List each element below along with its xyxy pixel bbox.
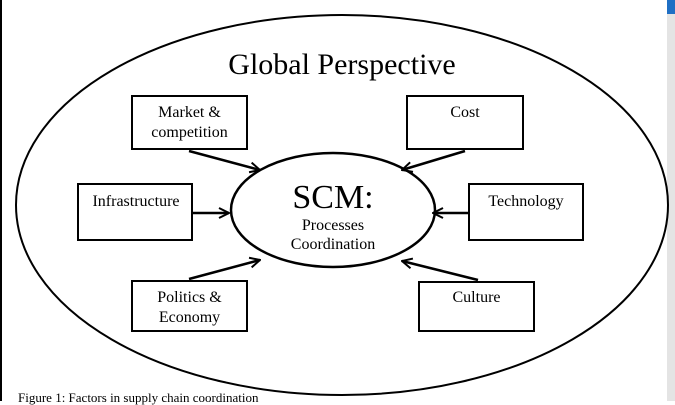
factor-politics-line1: Politics & [157, 289, 222, 306]
arrow-cost-to-scm [402, 149, 466, 170]
scm-line-coordination: Coordination [291, 236, 375, 253]
factor-market-line1: Market & [158, 104, 221, 121]
scrollbar-track[interactable] [667, 0, 675, 401]
factor-cost: Cost [406, 95, 524, 150]
outer-ellipse [15, 14, 669, 396]
factor-culture: Culture [418, 281, 535, 332]
arrow-politics-to-scm [188, 260, 260, 281]
figure-caption: Figure 1: Factors in supply chain coordi… [18, 390, 259, 405]
factor-politics-economy: Politics & Economy [131, 280, 248, 332]
scm-line-processes: Processes [302, 217, 364, 234]
scm-heading: SCM: [292, 179, 373, 216]
factor-cost-label: Cost [450, 104, 480, 121]
arrow-culture-to-scm [402, 261, 479, 282]
factor-infrastructure: Infrastructure [77, 183, 193, 241]
page-left-border [0, 0, 2, 401]
scrollbar-thumb[interactable] [667, 0, 675, 14]
factor-technology: Technology [468, 183, 584, 241]
factor-politics-line2: Economy [159, 309, 220, 326]
factor-culture-label: Culture [453, 289, 501, 306]
factor-technology-label: Technology [488, 193, 563, 210]
diagram-title: Global Perspective [228, 48, 455, 81]
factor-market-competition: Market & competition [131, 95, 248, 150]
factor-market-line2: competition [151, 124, 227, 141]
arrow-market-to-scm [188, 149, 260, 170]
factor-infrastructure-label: Infrastructure [92, 193, 179, 210]
